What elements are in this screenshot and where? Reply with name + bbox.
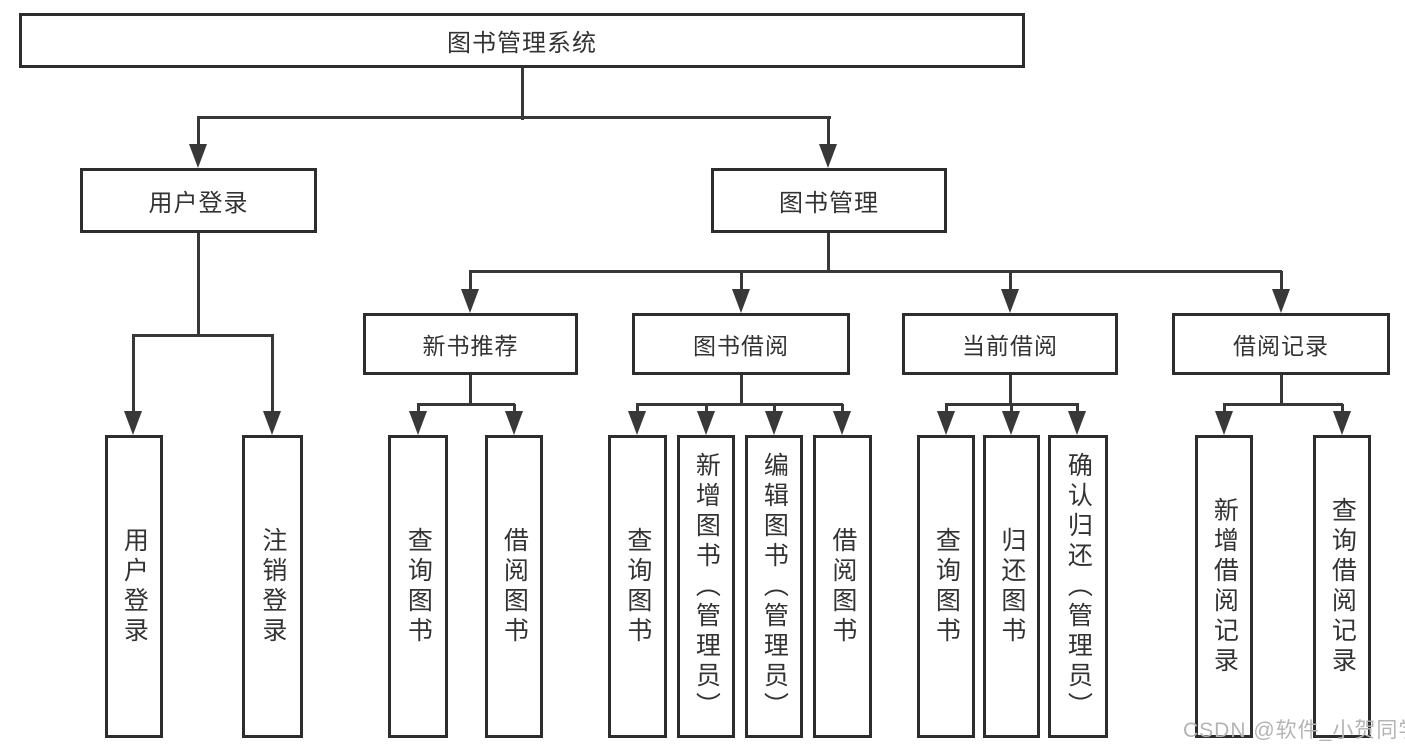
leaf-return-books: 归还图书 [983,435,1040,738]
node-book-management: 图书管理 [711,168,947,233]
connector-line [740,271,743,293]
arrowhead-icon [628,411,646,435]
node-borrow-records: 借阅记录 [1172,313,1390,375]
connector-line [1280,375,1283,406]
arrowhead-icon [189,144,207,168]
connector-line [197,233,200,337]
node-book-management-label: 图书管理 [779,190,879,217]
leaf-add-books-admin: 新增图书（管理员） [677,435,735,738]
arrowhead-icon [505,411,523,435]
arrowhead-icon [732,289,750,313]
node-book-borrow-label: 图书借阅 [693,333,789,359]
leaf-recommend-query-books: 查询图书 [388,435,448,738]
arrowhead-icon [819,144,837,168]
connector-line [1223,403,1343,406]
connector-line [197,116,831,119]
leaf-user-login-label: 用户登录 [120,526,149,647]
node-root: 图书管理系统 [19,13,1025,68]
arrowhead-icon [409,411,427,435]
leaf-logout-label: 注销登录 [258,526,287,647]
connector-line [417,403,515,406]
leaf-confirm-return-admin: 确认归还（管理员） [1048,435,1108,738]
arrowhead-icon [461,289,479,313]
node-new-book-recommend-label: 新书推荐 [422,333,519,359]
arrowhead-icon [697,411,715,435]
leaf-recommend-query-books-label: 查询图书 [404,526,433,647]
connector-line [773,404,776,416]
leaf-user-login: 用户登录 [105,435,163,738]
connector-line [827,233,830,273]
connector-line [1009,375,1012,406]
leaf-confirm-return-admin-label: 确认归还（管理员） [1064,451,1093,722]
arrowhead-icon [124,411,142,435]
arrowhead-icon [1002,411,1020,435]
connector-line [945,404,948,416]
leaf-query-borrow-record-label: 查询借阅记录 [1328,496,1357,677]
leaf-edit-books-admin: 编辑图书（管理员） [745,435,803,738]
node-user-login-label: 用户登录 [148,190,249,217]
connector-line [827,117,830,150]
connector-line [271,335,274,414]
leaf-borrow-query-books: 查询图书 [608,435,667,738]
arrowhead-icon [765,411,783,435]
connector-line [513,404,516,416]
leaf-current-query-books-label: 查询图书 [932,526,961,647]
connector-line [417,404,420,416]
leaf-recommend-borrow-books-label: 借阅图书 [500,526,529,647]
connector-line [132,335,135,414]
arrowhead-icon [1001,289,1019,313]
arrowhead-icon [263,411,281,435]
connector-line [1076,404,1079,416]
connector-line [740,375,743,406]
leaf-logout: 注销登录 [242,435,303,738]
leaf-add-borrow-record-label: 新增借阅记录 [1210,496,1239,677]
arrowhead-icon [1272,289,1290,313]
leaf-borrow-query-books-label: 查询图书 [623,526,652,647]
leaf-return-books-label: 归还图书 [997,526,1026,647]
csdn-watermark: CSDN @软件_小贺同学 [1183,719,1405,742]
connector-line [469,271,472,293]
connector-line [521,68,524,120]
node-new-book-recommend: 新书推荐 [363,313,578,375]
leaf-add-borrow-record: 新增借阅记录 [1195,435,1253,738]
node-borrow-records-label: 借阅记录 [1233,333,1329,359]
leaf-add-books-admin-label: 新增图书（管理员） [692,451,721,722]
leaf-current-query-books: 查询图书 [917,435,975,738]
connector-line [469,375,472,406]
leaf-borrow-books-label: 借阅图书 [828,526,857,647]
node-book-borrow: 图书借阅 [632,313,850,375]
leaf-query-borrow-record: 查询借阅记录 [1313,435,1371,738]
connector-line [636,403,843,406]
connector-line [197,117,200,150]
connector-line [1280,271,1283,293]
connector-line [132,334,274,337]
arrowhead-icon [1333,411,1351,435]
leaf-edit-books-admin-label: 编辑图书（管理员） [760,451,789,722]
node-current-borrow-label: 当前借阅 [962,333,1058,359]
connector-line [1010,404,1013,416]
leaf-recommend-borrow-books: 借阅图书 [485,435,543,738]
connector-line [1223,404,1226,416]
node-user-login: 用户登录 [80,168,317,233]
connector-line [1341,404,1344,416]
node-current-borrow: 当前借阅 [902,313,1118,375]
arrowhead-icon [833,411,851,435]
connector-line [1009,271,1012,293]
arrowhead-icon [937,411,955,435]
arrowhead-icon [1068,411,1086,435]
connector-line [469,270,1282,273]
node-root-label: 图书管理系统 [447,30,597,57]
connector-line [705,404,708,416]
leaf-borrow-books: 借阅图书 [813,435,872,738]
arrowhead-icon [1215,411,1233,435]
connector-line [841,404,844,416]
connector-line [636,404,639,416]
